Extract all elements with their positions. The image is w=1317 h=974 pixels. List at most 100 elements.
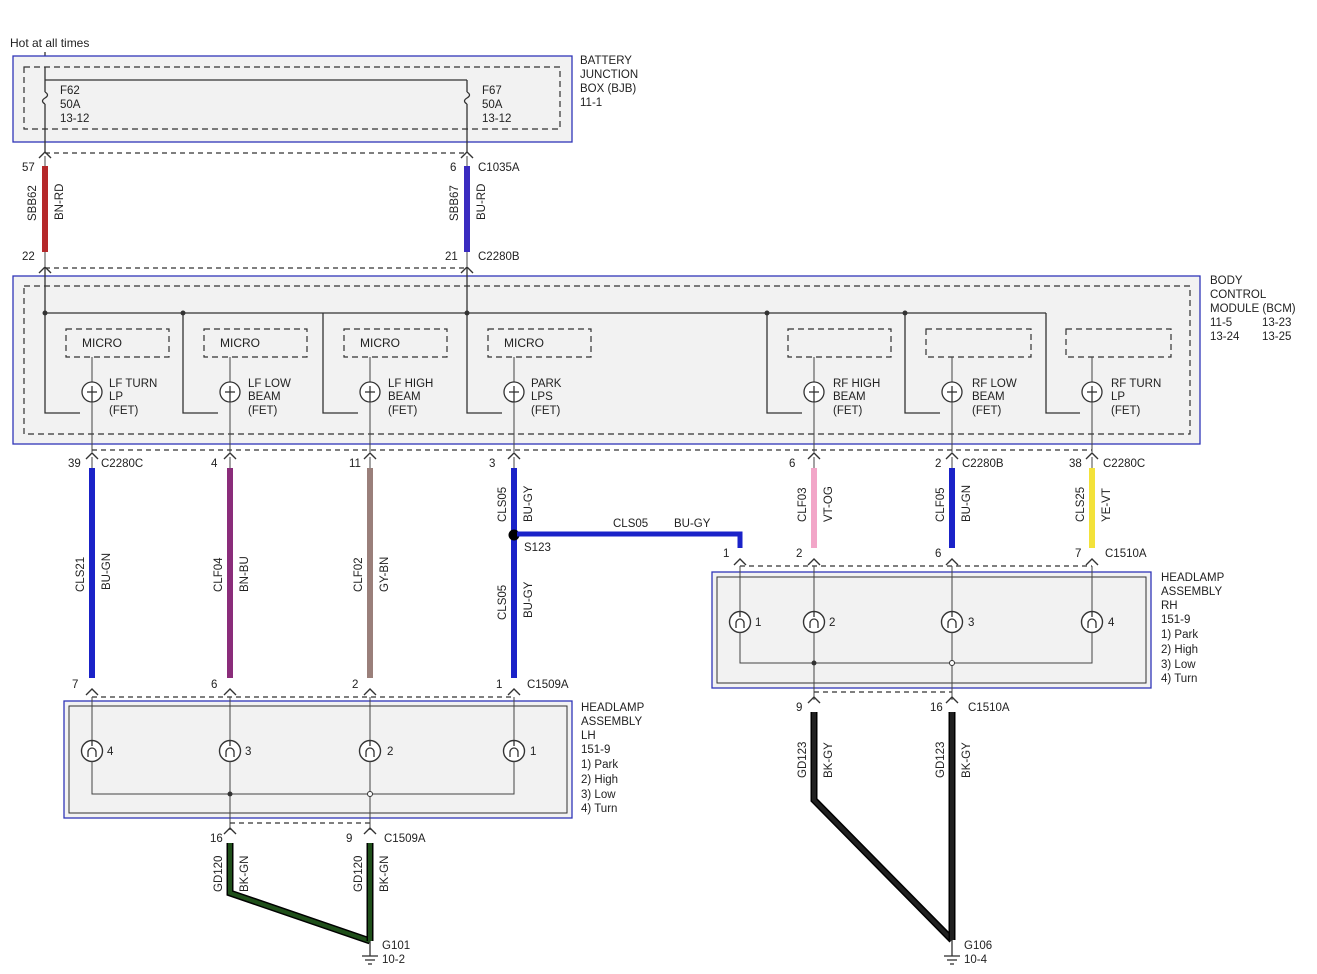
headlamp-assembly-rh: 1 2 3 4 (711, 566, 1152, 700)
wire-cls05: 3 CLS05 BU-GY CLS05 BU-GY 1 C1509A (489, 457, 569, 691)
svg-text:BODY: BODY (1210, 275, 1243, 287)
ground-g101-ref: 10-2 (382, 954, 405, 966)
branch-cls05 (517, 531, 743, 548)
lh-bulb-turn-icon (80, 739, 104, 763)
svg-text:151-9: 151-9 (581, 744, 610, 756)
lh-bulb-low-icon (218, 739, 242, 763)
ground-g101-icon (362, 941, 378, 965)
svg-text:2) High: 2) High (1161, 644, 1198, 656)
fuse-f67-id: F67 (482, 85, 502, 97)
wire-sbb62: 57 22 SBB62 BN-RD (22, 156, 66, 266)
micro-4-label: MICRO (504, 336, 544, 350)
svg-text:151-9: 151-9 (1161, 614, 1190, 626)
svg-text:3: 3 (968, 617, 974, 629)
svg-text:GD120: GD120 (213, 856, 225, 892)
svg-text:C2280B: C2280B (962, 458, 1004, 470)
svg-text:11-5: 11-5 (1210, 317, 1232, 329)
pin-39: 39 (68, 458, 81, 470)
svg-text:BK-GN: BK-GN (379, 856, 391, 892)
svg-text:(FET): (FET) (388, 405, 418, 417)
fet-lf-low-icon (219, 381, 241, 403)
ground-g101-label: G101 (382, 940, 410, 952)
svg-text:LH: LH (581, 730, 596, 742)
connector-c1035a: C1035A (478, 162, 520, 174)
svg-text:RH: RH (1161, 600, 1178, 612)
wire-sbb67: 6 C1035A 21 C2280B SBB67 BU-RD (445, 156, 520, 266)
fet-lf-turn-icon (81, 381, 103, 403)
svg-text:PARK: PARK (531, 378, 562, 390)
svg-text:2: 2 (829, 617, 835, 629)
svg-text:CLS05: CLS05 (497, 487, 509, 522)
svg-text:3) Low: 3) Low (581, 789, 616, 801)
connector-c2280c-lh: C2280C (101, 458, 143, 470)
svg-text:1: 1 (530, 746, 536, 758)
svg-text:BU-GN: BU-GN (961, 485, 973, 522)
svg-text:HEADLAMP: HEADLAMP (1161, 572, 1225, 584)
pin-57: 57 (22, 162, 35, 174)
svg-text:ASSEMBLY: ASSEMBLY (581, 716, 642, 728)
fet-lf-high-icon (359, 381, 381, 403)
svg-text:BU-GY: BU-GY (674, 518, 711, 530)
svg-text:6: 6 (789, 458, 795, 470)
svg-text:6: 6 (935, 548, 941, 560)
fuse-f67-ref: 13-12 (482, 113, 511, 125)
svg-text:GD120: GD120 (353, 856, 365, 892)
wire-sbb62-segment (42, 166, 48, 252)
svg-text:JUNCTION: JUNCTION (580, 69, 638, 81)
connector-c1509a: C1509A (527, 679, 569, 691)
svg-text:BU-GY: BU-GY (523, 485, 535, 522)
svg-text:9: 9 (346, 833, 352, 845)
lh-bulb-high-icon (358, 739, 382, 763)
micro-3-label: MICRO (360, 336, 400, 350)
svg-text:MODULE (BCM): MODULE (BCM) (1210, 303, 1296, 315)
svg-text:4: 4 (1108, 617, 1115, 629)
lh-bulb-park-icon (502, 739, 526, 763)
svg-text:(FET): (FET) (833, 405, 863, 417)
svg-text:7: 7 (72, 679, 78, 691)
svg-text:LF TURN: LF TURN (109, 378, 157, 390)
svg-text:CLS25: CLS25 (1075, 487, 1087, 522)
wire-clf03: 6 CLF03 VT-OG 2 (789, 457, 835, 560)
wire-clf02-segment (367, 468, 373, 678)
svg-text:4: 4 (107, 746, 114, 758)
ground-wires-gd120: GD120 BK-GN GD120 BK-GN (213, 843, 391, 945)
svg-text:1) Park: 1) Park (1161, 629, 1198, 641)
svg-text:CLS05: CLS05 (613, 518, 648, 530)
wire-clf02: 11 CLF02 GY-BN 2 (349, 457, 391, 691)
svg-text:3: 3 (245, 746, 251, 758)
svg-text:BK-GY: BK-GY (961, 742, 973, 778)
svg-text:4) Turn: 4) Turn (581, 803, 617, 815)
svg-text:BEAM: BEAM (248, 391, 281, 403)
svg-text:7: 7 (1075, 548, 1081, 560)
svg-text:9: 9 (796, 702, 802, 714)
wire-cls25: 38 C2280C CLS25 YE-VT 7 C1510A (1069, 457, 1147, 560)
ground-g106-ref: 10-4 (964, 954, 988, 966)
svg-text:C2280C: C2280C (1103, 458, 1145, 470)
svg-text:CONTROL: CONTROL (1210, 289, 1267, 301)
circuit-sbb67: SBB67 (449, 185, 461, 221)
svg-text:11-1: 11-1 (580, 97, 602, 109)
fet-rf-low-icon (941, 381, 963, 403)
wire-clf05-segment (949, 468, 955, 548)
pin-21: 21 (445, 251, 458, 263)
svg-text:1: 1 (723, 548, 729, 560)
svg-text:3) Low: 3) Low (1161, 659, 1196, 671)
svg-text:LPS: LPS (531, 391, 553, 403)
svg-text:16: 16 (210, 833, 223, 845)
svg-text:3: 3 (489, 458, 495, 470)
svg-text:S123: S123 (524, 542, 551, 554)
micro-1-label: MICRO (82, 336, 122, 350)
svg-text:CLS21: CLS21 (75, 557, 87, 592)
svg-text:BK-GN: BK-GN (239, 856, 251, 892)
svg-text:CLF04: CLF04 (213, 557, 225, 592)
rh-bulb-high-icon (802, 610, 826, 634)
bjb-title: BATTERY JUNCTION BOX (BJB) 11-1 (580, 55, 638, 109)
svg-text:CLF03: CLF03 (797, 487, 809, 522)
connector-c2280b-top: C2280B (478, 251, 520, 263)
headlamp-assembly-lh: 4 3 2 1 (63, 697, 573, 830)
